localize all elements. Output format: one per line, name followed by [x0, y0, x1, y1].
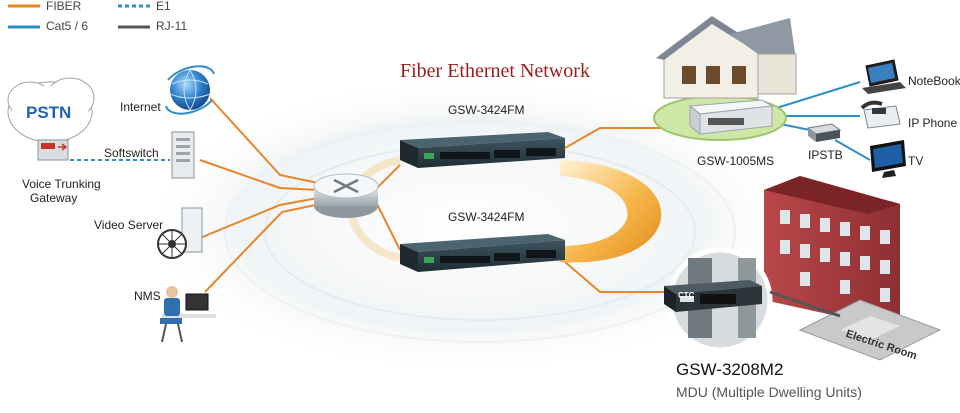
gsw3208-label: GSW-3208M2 [676, 360, 784, 379]
ctc-logo-text: CTC [678, 291, 695, 300]
ipstb-label: IPSTB [808, 148, 843, 162]
legend-e1-label: E1 [156, 0, 171, 13]
mdu-label: MDU (Multiple Dwelling Units) [676, 384, 862, 400]
gateway-label-line1: Voice Trunking [22, 177, 101, 191]
fiber-ring [560, 160, 662, 263]
softswitch-server-icon [171, 131, 195, 179]
gsw3208-switch-icon [664, 280, 762, 312]
core-router-icon [313, 173, 379, 218]
video-server-label: Video Server [94, 218, 164, 232]
halo-ring-outer [224, 121, 736, 343]
notebook-label: NoteBook [908, 74, 960, 88]
gateway-label-line2: Gateway [30, 191, 78, 205]
ipstb-icon [806, 123, 842, 142]
internet-label: Internet [120, 100, 161, 114]
switch-bottom-label: GSW-3424FM [448, 210, 525, 224]
legend-fiber-label: FIBER [46, 0, 82, 13]
nms-operator-icon [160, 286, 216, 343]
ip-phone-icon [860, 100, 901, 129]
gateway-icon [37, 139, 69, 161]
house-icon [653, 16, 797, 141]
switch-top-label: GSW-3424FM [448, 103, 525, 117]
internet-globe-icon [165, 65, 215, 115]
tv-icon [870, 140, 906, 178]
legend-cat-label: Cat5 / 6 [46, 19, 89, 33]
nms-label: NMS [134, 289, 161, 303]
ipphone-label: IP Phone [908, 116, 958, 130]
background-halo [140, 75, 800, 375]
switch-top-icon [400, 132, 565, 168]
diagram-title: Fiber Ethernet Network [400, 60, 590, 82]
notebook-icon [862, 59, 906, 94]
legend-rj11-label: RJ-11 [156, 19, 188, 33]
video-server-icon [157, 207, 203, 259]
switch-bottom-icon [400, 234, 565, 272]
softswitch-label: Softswitch [104, 146, 159, 160]
gsw1005-switch-icon [688, 99, 774, 136]
pstn-cloud [7, 77, 95, 143]
gsw1005-label: GSW-1005MS [697, 154, 775, 168]
fiber-links-left [199, 97, 690, 293]
pstn-label: PSTN [26, 103, 72, 122]
tv-label: TV [908, 154, 924, 168]
